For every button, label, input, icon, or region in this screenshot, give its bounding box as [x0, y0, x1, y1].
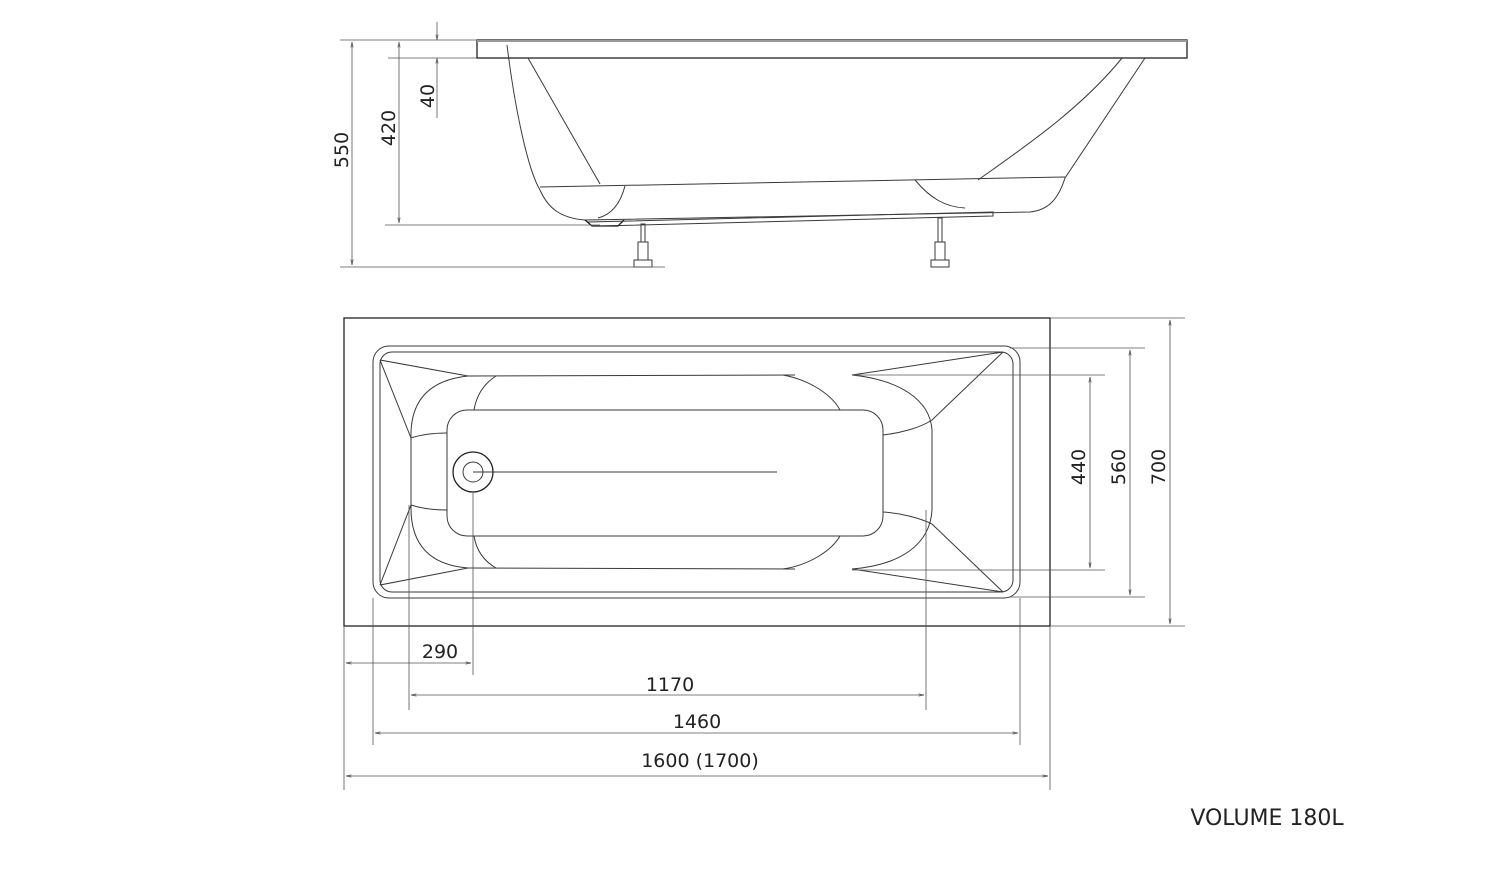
dim-label-1600: 1600 (1700) — [641, 750, 759, 772]
dim-label-1460: 1460 — [673, 711, 721, 733]
tub-outer-profile — [506, 44, 1146, 221]
drain-outlet — [584, 219, 625, 227]
dim-label-440: 440 — [1068, 449, 1090, 485]
support-plate — [587, 211, 994, 227]
tub-floor-line — [539, 176, 1066, 188]
dim-label-1170: 1170 — [646, 674, 694, 696]
dim-label-420: 420 — [378, 110, 400, 146]
tub-rim — [476, 39, 1188, 59]
leg-left — [633, 223, 653, 268]
top-view: 700 560 440 290 1170 1460 1600 (1700) — [343, 317, 1185, 790]
tub-inner-right — [977, 57, 1123, 181]
dim-label-700: 700 — [1148, 449, 1170, 485]
dim-label-40: 40 — [417, 84, 439, 108]
dim-label-290: 290 — [422, 641, 458, 663]
dim-label-560: 560 — [1108, 449, 1130, 485]
side-view: 550 420 40 — [331, 22, 1188, 268]
tub-outline — [343, 317, 1051, 627]
leg-right — [930, 217, 950, 268]
dim-label-550: 550 — [331, 132, 353, 168]
basin-floor — [446, 409, 884, 537]
volume-label: VOLUME 180L — [1190, 806, 1344, 831]
tub-inner-rim — [372, 345, 1021, 599]
tub-inner-left — [527, 57, 601, 185]
